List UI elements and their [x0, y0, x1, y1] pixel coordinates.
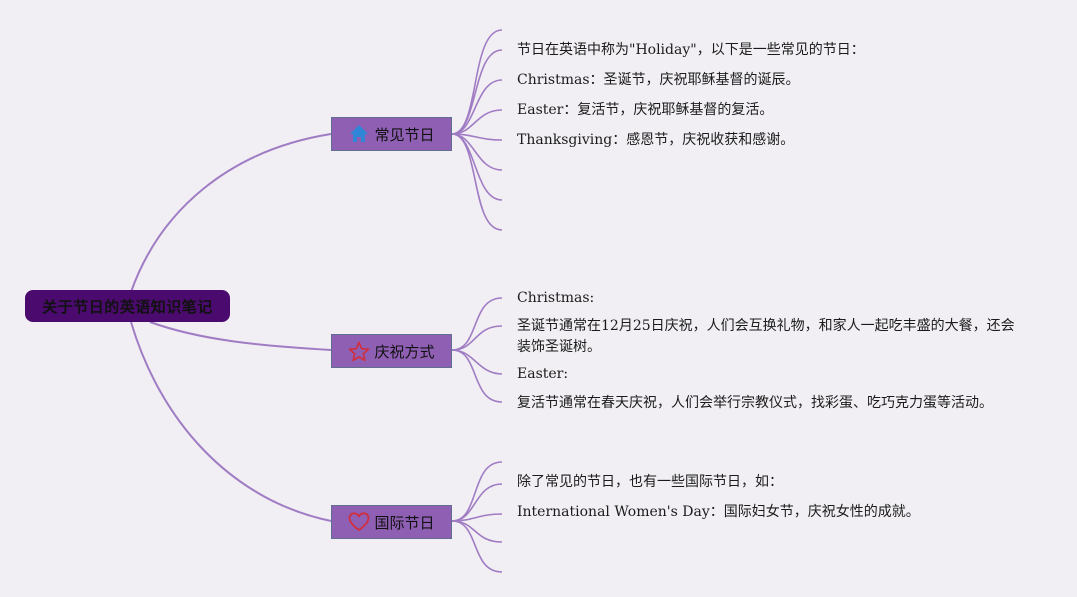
leaf-text: Thanksgiving：感恩节，庆祝收获和感谢。: [517, 132, 795, 148]
branch-label: 国际节日: [374, 513, 435, 532]
fan-branch-1: [451, 29, 503, 231]
leaf-text: Christmas：圣诞节，庆祝耶稣基督的诞辰。: [517, 72, 800, 88]
leaf-text: Easter：复活节，庆祝耶稣基督的复活。: [517, 102, 774, 118]
connector-root-branch-3: [130, 321, 332, 522]
connector-root-branch-1: [130, 133, 332, 293]
branch-node-celebrations[interactable]: 庆祝方式: [331, 334, 452, 368]
branch-label: 常见节日: [374, 125, 435, 144]
leaf-text: 复活节通常在春天庆祝，人们会举行宗教仪式，找彩蛋、吃巧克力蛋等活动。: [517, 395, 993, 411]
connector-root-branch-2: [149, 321, 332, 351]
leaf-text: 圣诞节通常在12月25日庆祝，人们会互换礼物，和家人一起吃丰盛的大餐，还会装饰圣…: [517, 318, 1015, 355]
fan-branch-2: [451, 297, 503, 403]
leaf-text: Easter:: [517, 366, 569, 382]
root-node[interactable]: 关于节日的英语知识笔记: [25, 290, 230, 322]
fan-branch-3: [451, 461, 503, 573]
leaf-text: 节日在英语中称为"Holiday"，以下是一些常见的节日：: [517, 42, 865, 58]
branch-label: 庆祝方式: [374, 342, 435, 361]
home-icon: [348, 123, 370, 145]
branch-node-international-holidays[interactable]: 国际节日: [331, 505, 452, 539]
leaf-text: 除了常见的节日，也有一些国际节日，如：: [517, 474, 783, 490]
leaf-text: Christmas:: [517, 290, 595, 306]
leaf-text: International Women's Day：国际妇女节，庆祝女性的成就。: [517, 504, 920, 520]
root-title: 关于节日的英语知识笔记: [42, 297, 213, 316]
branch-node-common-holidays[interactable]: 常见节日: [331, 117, 452, 151]
star-icon: [348, 340, 370, 362]
heart-icon: [348, 511, 370, 533]
